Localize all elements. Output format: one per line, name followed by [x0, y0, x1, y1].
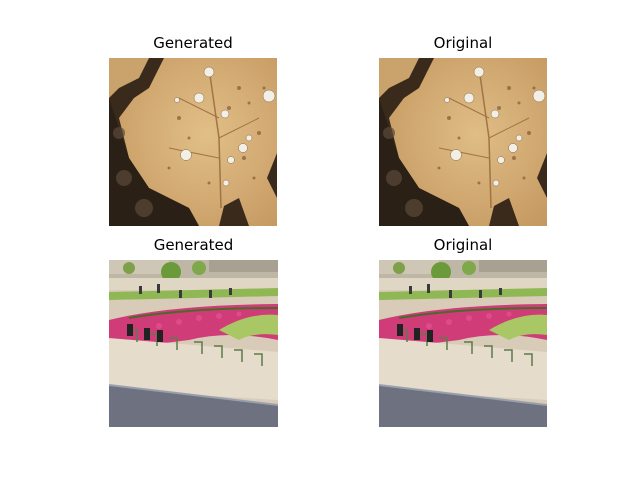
leaf-image	[379, 58, 547, 226]
panel-title: Generated	[153, 236, 234, 254]
leaf-image	[109, 58, 277, 226]
panel-original-park: Original	[379, 236, 547, 427]
panel-generated-leaf: Generated	[109, 34, 277, 226]
panel-original-leaf: Original	[379, 34, 547, 226]
park-image	[109, 260, 278, 427]
panel-generated-park: Generated	[109, 236, 278, 427]
panel-title: Original	[433, 236, 493, 254]
panel-title: Generated	[153, 34, 233, 52]
park-image	[379, 260, 547, 427]
panel-title: Original	[433, 34, 493, 52]
